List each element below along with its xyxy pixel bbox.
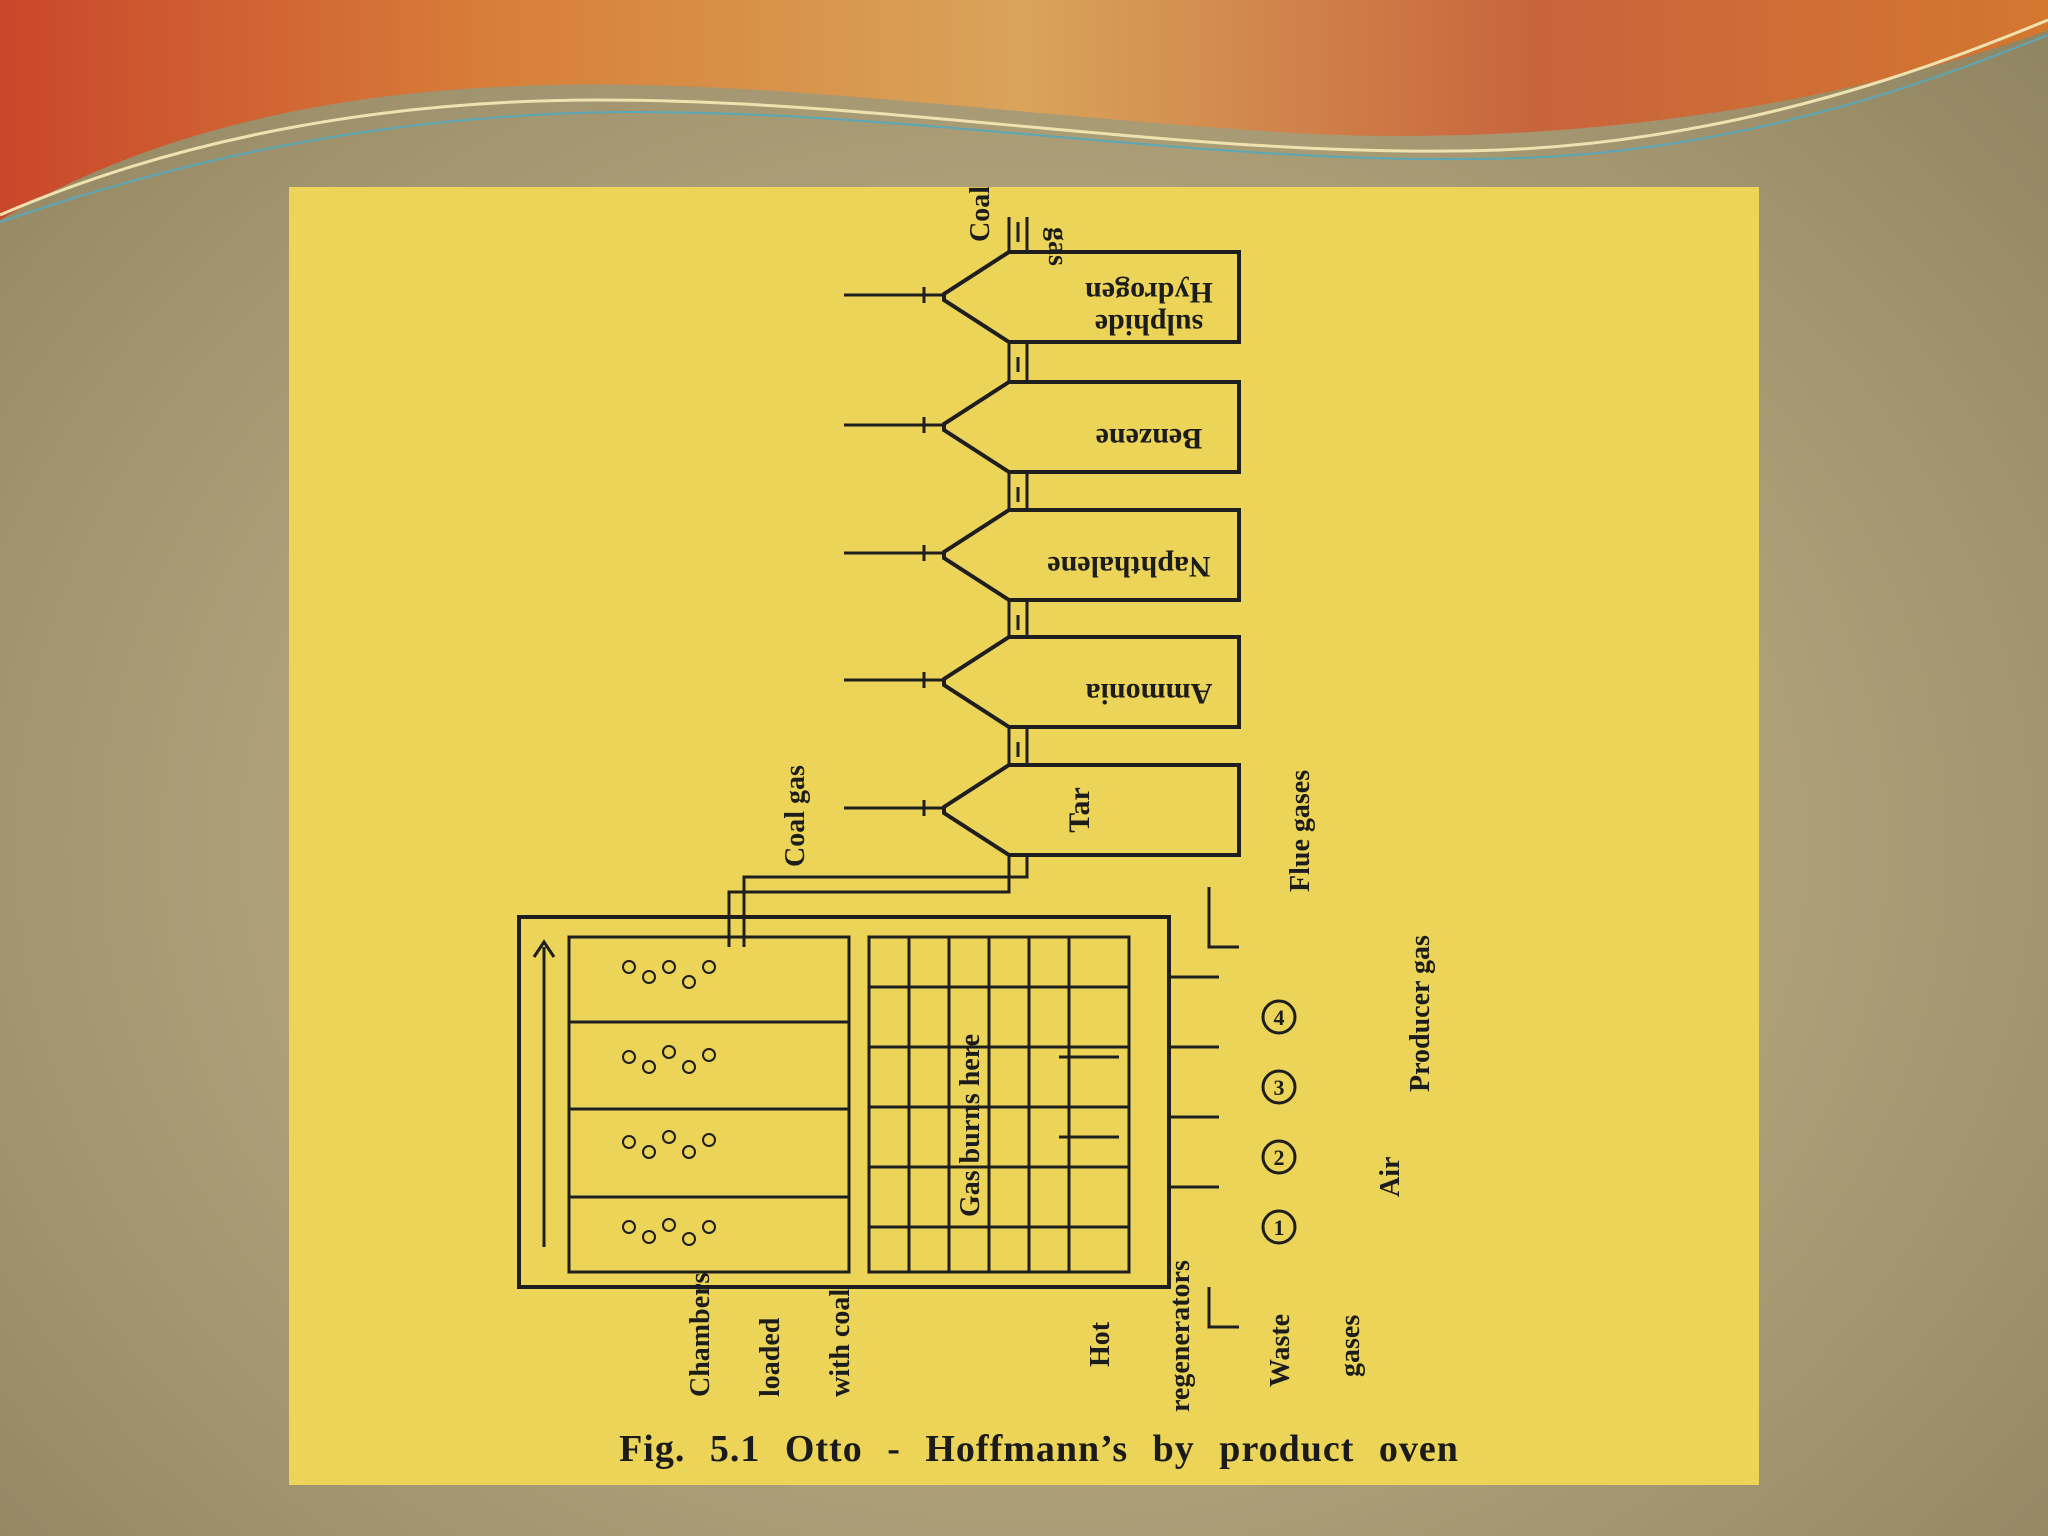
label-sulphide: sulphide [1095,308,1203,341]
label-with-coal: with coal [825,1289,856,1397]
label-ammonia: Ammonia [1086,677,1213,710]
label-gas-burns-here: Gas burns here [955,1034,986,1217]
regenerator-numbers: 1 2 3 4 [1261,999,1297,1245]
label-coal-gas-inlet: Coal gas [780,765,811,867]
label-hot: Hot [1085,1321,1116,1367]
label-hydrogen: Hydrogen [1085,276,1213,309]
label-waste: Waste [1265,1314,1296,1387]
figure-caption: Fig. 5.1 Otto - Hoffmann’s by product ov… [619,1428,1459,1470]
label-gas-top: gas [1042,227,1073,266]
header-wave-decoration [0,0,2048,223]
number-2: 2 [1274,1145,1285,1170]
label-loaded: loaded [755,1317,786,1397]
label-tar: Tar [1063,787,1096,833]
label-gases: gases [1335,1315,1366,1377]
number-3: 3 [1274,1075,1285,1100]
tower-tar [844,763,1241,857]
connecting-pipes [727,217,1029,947]
label-naphthalene: Naphthalene [1047,550,1210,583]
number-4: 4 [1274,1005,1285,1030]
label-benzene: Benzene [1096,422,1203,455]
label-chambers: Chambers [685,1272,716,1397]
number-1: 1 [1274,1215,1285,1240]
otto-hoffmann-diagram: 1 2 3 4 Coal gas Hydrogen sulphide Benze… [517,187,1436,1412]
label-coal-top: Coal [965,187,996,242]
label-flue-gases: Flue gases [1285,770,1316,892]
label-producer-gas: Producer gas [1405,935,1436,1092]
label-regenerators: regenerators [1165,1260,1196,1412]
figure-panel: 1 2 3 4 Coal gas Hydrogen sulphide Benze… [289,187,1759,1485]
label-air: Air [1375,1157,1406,1197]
coke-oven [517,887,1239,1329]
